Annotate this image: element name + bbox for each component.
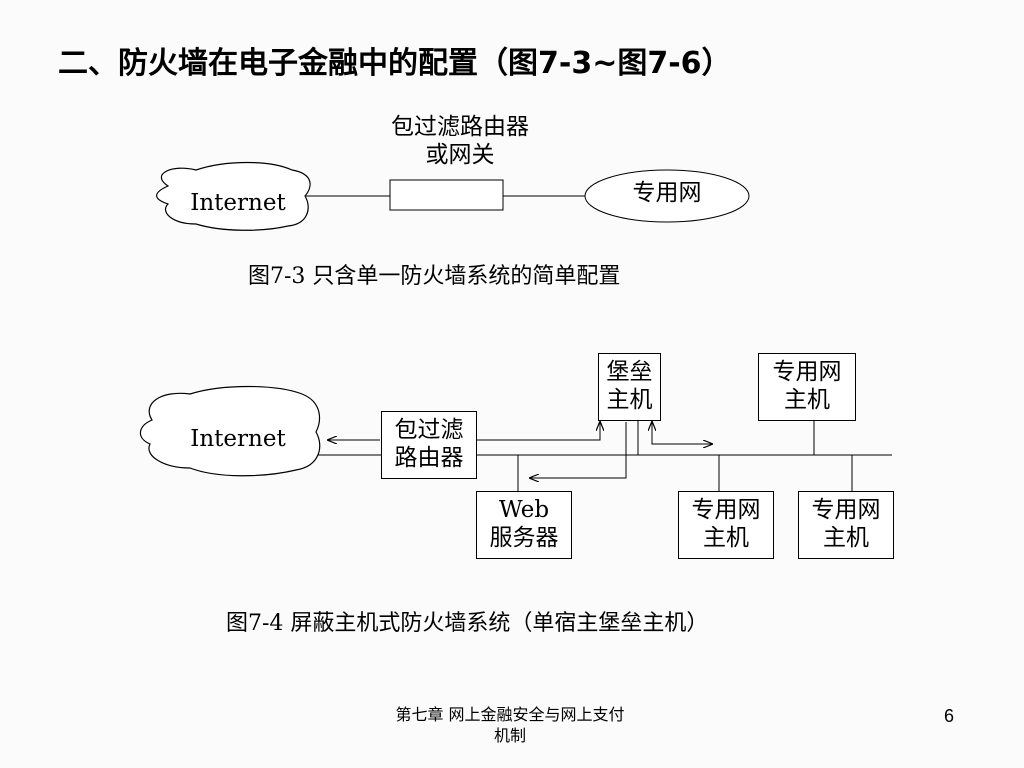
router-line2: 路由器 <box>394 445 464 471</box>
bastion-line1: 堡垒 <box>606 359 653 386</box>
footer-chapter: 第七章 网上金融安全与网上支付 机制 <box>350 705 670 747</box>
private-host-top-line1: 专用网 <box>772 359 842 386</box>
router-label-73: 包过滤路由器 或网关 <box>360 114 560 169</box>
figure-7-3-caption: 图7-3 只含单一防火墙系统的简单配置 <box>248 264 621 289</box>
bastion-line2: 主机 <box>606 387 653 413</box>
private-network-ellipse-73 <box>584 169 750 223</box>
web-line2: 服务器 <box>489 525 559 551</box>
router-label-line1: 包过滤路由器 <box>391 114 529 140</box>
web-server-box: Web 服务器 <box>476 491 572 559</box>
private-host1-line2: 主机 <box>703 525 749 551</box>
page-number: 6 <box>944 706 955 726</box>
footer-line1: 第七章 网上金融安全与网上支付 <box>395 705 625 724</box>
private-host2-line2: 主机 <box>823 525 869 551</box>
figure-7-4-caption: 图7-4 屏蔽主机式防火墙系统（单宿主堡垒主机） <box>226 611 709 636</box>
router-label-line2: 或网关 <box>425 141 495 168</box>
web-line1: Web <box>498 497 550 524</box>
internet-cloud-74 <box>139 385 321 477</box>
router-box-73 <box>389 179 504 211</box>
private-host-2-box: 专用网 主机 <box>798 491 894 559</box>
internet-label-74: Internet <box>190 426 286 452</box>
private-network-label-73: 专用网 <box>632 180 702 206</box>
footer-line2: 机制 <box>493 725 526 745</box>
private-host1-line1: 专用网 <box>691 497 761 524</box>
private-host-top-box: 专用网 主机 <box>758 353 856 421</box>
page-title: 二、防火墙在电子金融中的配置（图7-3~图7-6） <box>58 46 732 81</box>
path-private-bastion-74 <box>652 422 712 445</box>
private-host-top-line2: 主机 <box>784 387 830 413</box>
path-router-bastion-74 <box>477 422 600 441</box>
private-host-1-box: 专用网 主机 <box>678 491 774 559</box>
bastion-host-box: 堡垒 主机 <box>598 353 661 421</box>
packet-filter-router-box: 包过滤 路由器 <box>381 411 477 479</box>
private-host2-line1: 专用网 <box>811 497 881 524</box>
internet-label-73: Internet <box>190 190 286 216</box>
path-web-bastion-74 <box>533 422 627 479</box>
router-line1: 包过滤 <box>394 417 464 444</box>
internet-cloud-73 <box>156 161 311 231</box>
